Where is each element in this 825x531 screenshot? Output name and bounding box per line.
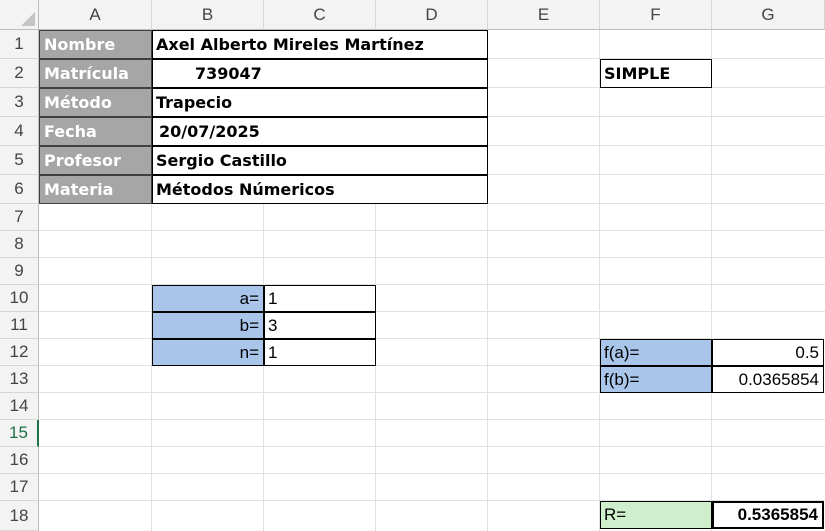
gridline — [39, 500, 825, 501]
gridline — [487, 30, 488, 531]
column-header-d[interactable]: D — [376, 0, 488, 30]
gridline — [39, 257, 825, 258]
column-header-b[interactable]: B — [152, 0, 264, 30]
row-header-6[interactable]: 6 — [0, 175, 39, 204]
gridline — [375, 30, 376, 531]
cell-b11-b-label[interactable]: b= — [152, 312, 264, 339]
row-header-11[interactable]: 11 — [0, 312, 39, 339]
row-header-14[interactable]: 14 — [0, 393, 39, 420]
column-header-c[interactable]: C — [264, 0, 376, 30]
row-header-10[interactable]: 10 — [0, 285, 39, 312]
cell-a2-matricula-label[interactable]: Matrícula — [39, 59, 152, 88]
row-header-8[interactable]: 8 — [0, 231, 39, 258]
cell-b12-n-label[interactable]: n= — [152, 339, 264, 366]
gridline — [263, 30, 264, 531]
column-header-e[interactable]: E — [488, 0, 600, 30]
row-header-1[interactable]: 1 — [0, 30, 39, 59]
cell-f13-fb-label[interactable]: f(b)= — [600, 366, 712, 393]
column-header-f[interactable]: F — [600, 0, 712, 30]
row-header-4[interactable]: 4 — [0, 117, 39, 146]
gridline — [39, 338, 825, 339]
row-header-5[interactable]: 5 — [0, 146, 39, 175]
cell-c11-b-value[interactable]: 3 — [264, 312, 376, 339]
cell-f12-fa-label[interactable]: f(a)= — [600, 339, 712, 366]
cell-a1-nombre-label[interactable]: Nombre — [39, 30, 152, 59]
gridline — [39, 446, 825, 447]
gridline — [711, 30, 712, 531]
cell-b3-metodo-value[interactable]: Trapecio — [152, 88, 488, 117]
row-header-18[interactable]: 18 — [0, 501, 39, 531]
select-all-corner[interactable] — [0, 0, 39, 30]
gridline — [39, 311, 825, 312]
gridline — [39, 419, 825, 420]
cell-g12-fa-value[interactable]: 0.5 — [712, 339, 824, 366]
cell-b5-profesor-value[interactable]: Sergio Castillo — [152, 146, 488, 175]
row-header-9[interactable]: 9 — [0, 258, 39, 285]
cell-a3-metodo-label[interactable]: Método — [39, 88, 152, 117]
row-header-7[interactable]: 7 — [0, 204, 39, 231]
cell-b1-nombre-value[interactable]: Axel Alberto Mireles Martínez — [152, 30, 488, 59]
row-header-2[interactable]: 2 — [0, 59, 39, 88]
gridline — [151, 30, 152, 531]
cell-a4-fecha-label[interactable]: Fecha — [39, 117, 152, 146]
gridline — [39, 473, 825, 474]
cell-a6-materia-label[interactable]: Materia — [39, 175, 152, 204]
gridline — [39, 392, 825, 393]
cell-b6-materia-value[interactable]: Métodos Númericos — [152, 175, 488, 204]
cell-a5-profesor-label[interactable]: Profesor — [39, 146, 152, 175]
cell-c12-n-value[interactable]: 1 — [264, 339, 376, 366]
cell-f18-r-label[interactable]: R= — [600, 501, 712, 529]
cell-b4-fecha-value[interactable]: 20/07/2025 — [152, 117, 488, 146]
gridline — [39, 365, 825, 366]
row-header-13[interactable]: 13 — [0, 366, 39, 393]
gridline — [599, 30, 600, 531]
row-header-15[interactable]: 15 — [0, 420, 39, 447]
column-header-g[interactable]: G — [712, 0, 825, 30]
cell-c10-a-value[interactable]: 1 — [264, 285, 376, 312]
cell-g18-r-value[interactable]: 0.5365854 — [712, 501, 824, 529]
row-header-17[interactable]: 17 — [0, 474, 39, 501]
column-header-a[interactable]: A — [39, 0, 152, 30]
gridline — [39, 284, 825, 285]
row-header-12[interactable]: 12 — [0, 339, 39, 366]
cell-b2-matricula-value[interactable]: 739047 — [152, 59, 488, 88]
row-header-16[interactable]: 16 — [0, 447, 39, 474]
cell-g13-fb-value[interactable]: 0.0365854 — [712, 366, 824, 393]
cell-b10-a-label[interactable]: a= — [152, 285, 264, 312]
cell-f2-simple[interactable]: SIMPLE — [600, 59, 712, 88]
gridline — [39, 230, 825, 231]
row-header-3[interactable]: 3 — [0, 88, 39, 117]
